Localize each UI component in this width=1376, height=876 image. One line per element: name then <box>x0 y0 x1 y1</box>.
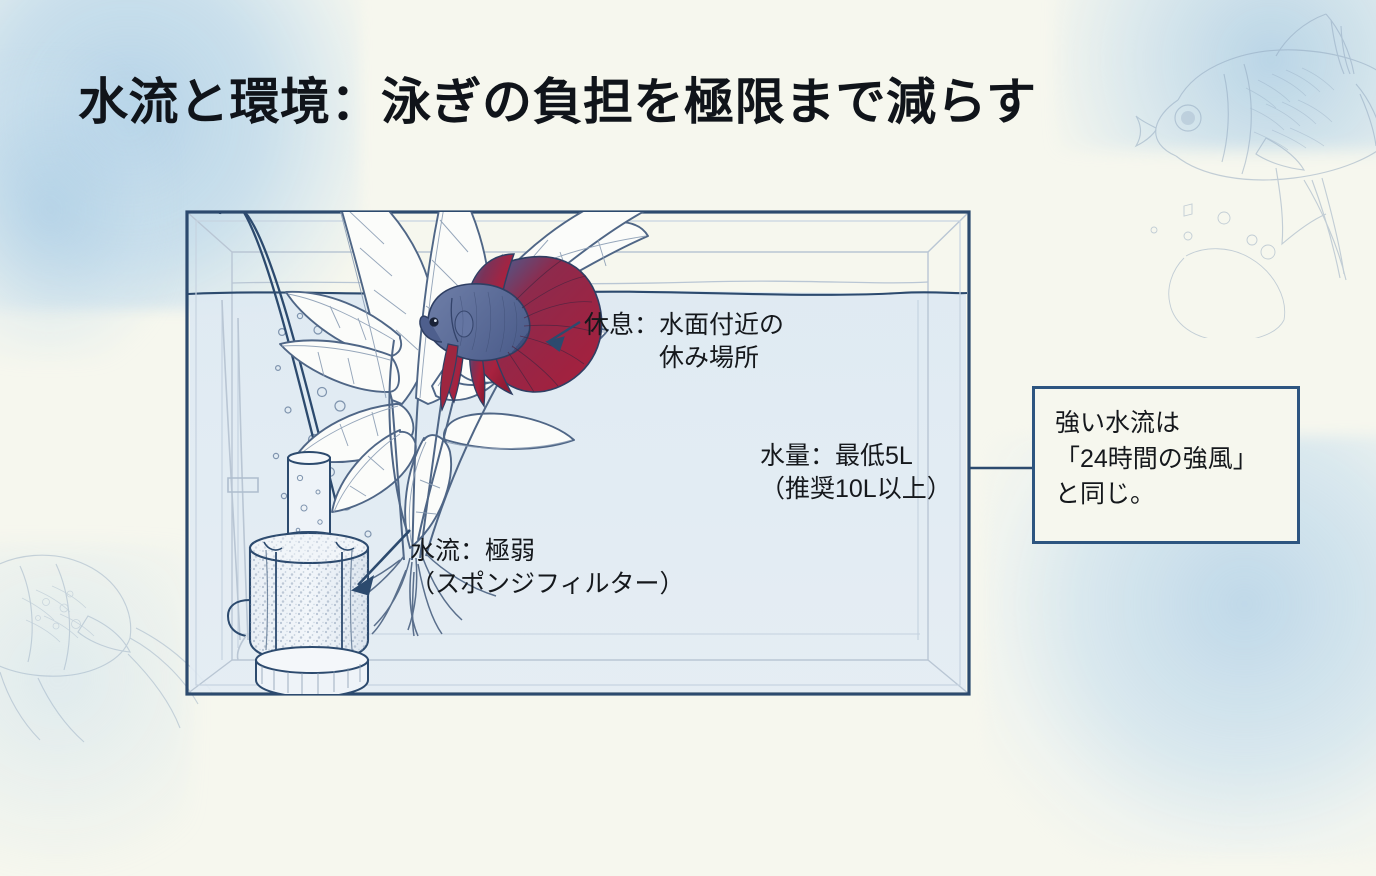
slide-title: 水流と環境：泳ぎの負担を極限まで減らす <box>78 74 1037 130</box>
annotation-arrow-flow <box>350 529 411 596</box>
annotation-arrow-rest <box>545 320 581 352</box>
label-water-volume: 水量：最低5L （推奨10L以上） <box>760 442 952 504</box>
betta-fish <box>419 253 603 412</box>
label-water-flow: 水流：極弱 （スポンジフィルター） <box>410 537 685 599</box>
callout-text: 強い水流は 「24時間の強風」 と同じ。 <box>1055 409 1258 508</box>
aquarium-illustration <box>185 210 1032 696</box>
air-tube <box>204 212 340 511</box>
label-rest-area: 休息：水面付近の 休み場所 <box>584 311 785 373</box>
callout-box: 強い水流は 「24時間の強風」 と同じ。 <box>1032 386 1300 544</box>
sponge-filter <box>226 451 370 694</box>
